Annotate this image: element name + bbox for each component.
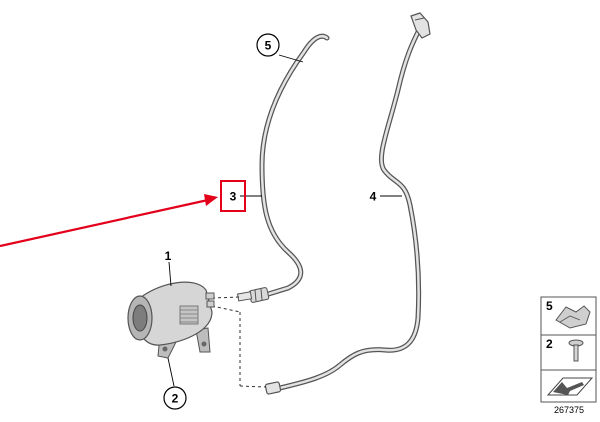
legend-5-label: 5	[546, 299, 553, 313]
callout-3: 3	[230, 190, 237, 204]
hose-4	[264, 12, 431, 395]
direction-arrow-icon	[546, 377, 594, 396]
highlight-arrow	[0, 180, 246, 248]
hose-3-5	[259, 33, 330, 299]
leader-lines	[167, 54, 402, 387]
assembly-guide-lines	[211, 296, 267, 388]
canister-part-1	[127, 281, 215, 359]
highlight-box	[220, 180, 246, 212]
callout-5-circle	[256, 33, 280, 57]
callout-2: 2	[172, 392, 179, 406]
callout-1: 1	[165, 249, 172, 263]
legend-2-label: 2	[546, 337, 553, 351]
callout-5: 5	[265, 39, 272, 53]
diagram-number: 267375	[554, 405, 584, 415]
screw-icon	[568, 339, 584, 362]
callout-4: 4	[370, 190, 377, 204]
callout-2-circle	[163, 386, 187, 410]
parts-legend: 5 2	[540, 296, 597, 403]
hose-connector	[236, 287, 270, 303]
clip-icon	[555, 305, 591, 329]
